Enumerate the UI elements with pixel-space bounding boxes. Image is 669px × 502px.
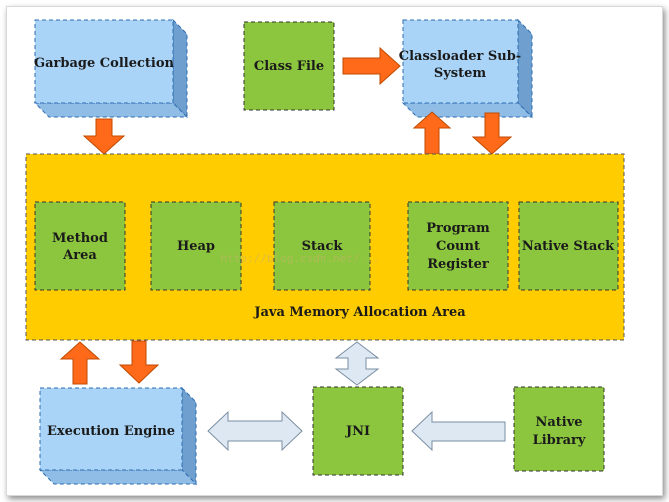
stack-box: [273, 201, 371, 291]
memory-area-title: Java Memory Allocation Area: [253, 305, 466, 320]
memory-jni-double-arrow: [334, 341, 380, 386]
watermark: http://blog.csdn.net/...: [221, 252, 380, 265]
stack-label: Stack: [302, 239, 344, 254]
class-file-box: Class File: [243, 21, 335, 111]
jni-label: JNI: [345, 424, 370, 439]
class-file-to-classloader-arrow: [342, 46, 401, 86]
memory-to-classloader-arrow: [412, 111, 452, 155]
native-library-box: Native Library: [513, 386, 605, 472]
garbage-collection-box: Garbage Collection: [33, 18, 189, 119]
memory-to-engine-arrow: [118, 340, 160, 384]
execution-engine-label: Execution Engine: [47, 424, 175, 439]
engine-to-memory-arrow: [59, 341, 101, 385]
class-file-label: Class File: [254, 59, 324, 74]
method-area-label-line2: Area: [62, 248, 97, 263]
classloader-to-memory-arrow: [471, 112, 513, 155]
gc-to-memory-arrow: [82, 118, 126, 155]
garbage-collection-label: Garbage Collection: [34, 56, 174, 71]
native-stack-box: [518, 201, 619, 291]
native-stack-label: Native Stack: [522, 239, 615, 254]
classloader-label-line1: Classloader Sub-: [399, 49, 521, 64]
pc-register-label-line1: Program: [426, 221, 490, 236]
pc-register-label-line2: Count: [436, 239, 480, 254]
native-library-to-jni-arrow: [411, 410, 506, 452]
native-library-label-line1: Native: [535, 415, 582, 430]
method-area-box: [34, 201, 126, 291]
native-library-label-line2: Library: [533, 433, 586, 448]
jni-box: JNI: [312, 386, 404, 476]
pc-register-label-line3: Register: [427, 257, 489, 272]
method-area-label-line1: Method: [52, 231, 108, 246]
classloader-label-line2: System: [434, 66, 487, 81]
execution-engine-box: Execution Engine: [38, 386, 198, 486]
classloader-box: Classloader Sub- System: [399, 18, 534, 119]
heap-box: [150, 201, 242, 291]
heap-label: Heap: [177, 239, 215, 254]
program-count-register-box: [407, 201, 509, 291]
memory-area: Method Area Heap Stack Program Count Reg…: [25, 153, 625, 341]
engine-jni-double-arrow: [207, 410, 303, 452]
